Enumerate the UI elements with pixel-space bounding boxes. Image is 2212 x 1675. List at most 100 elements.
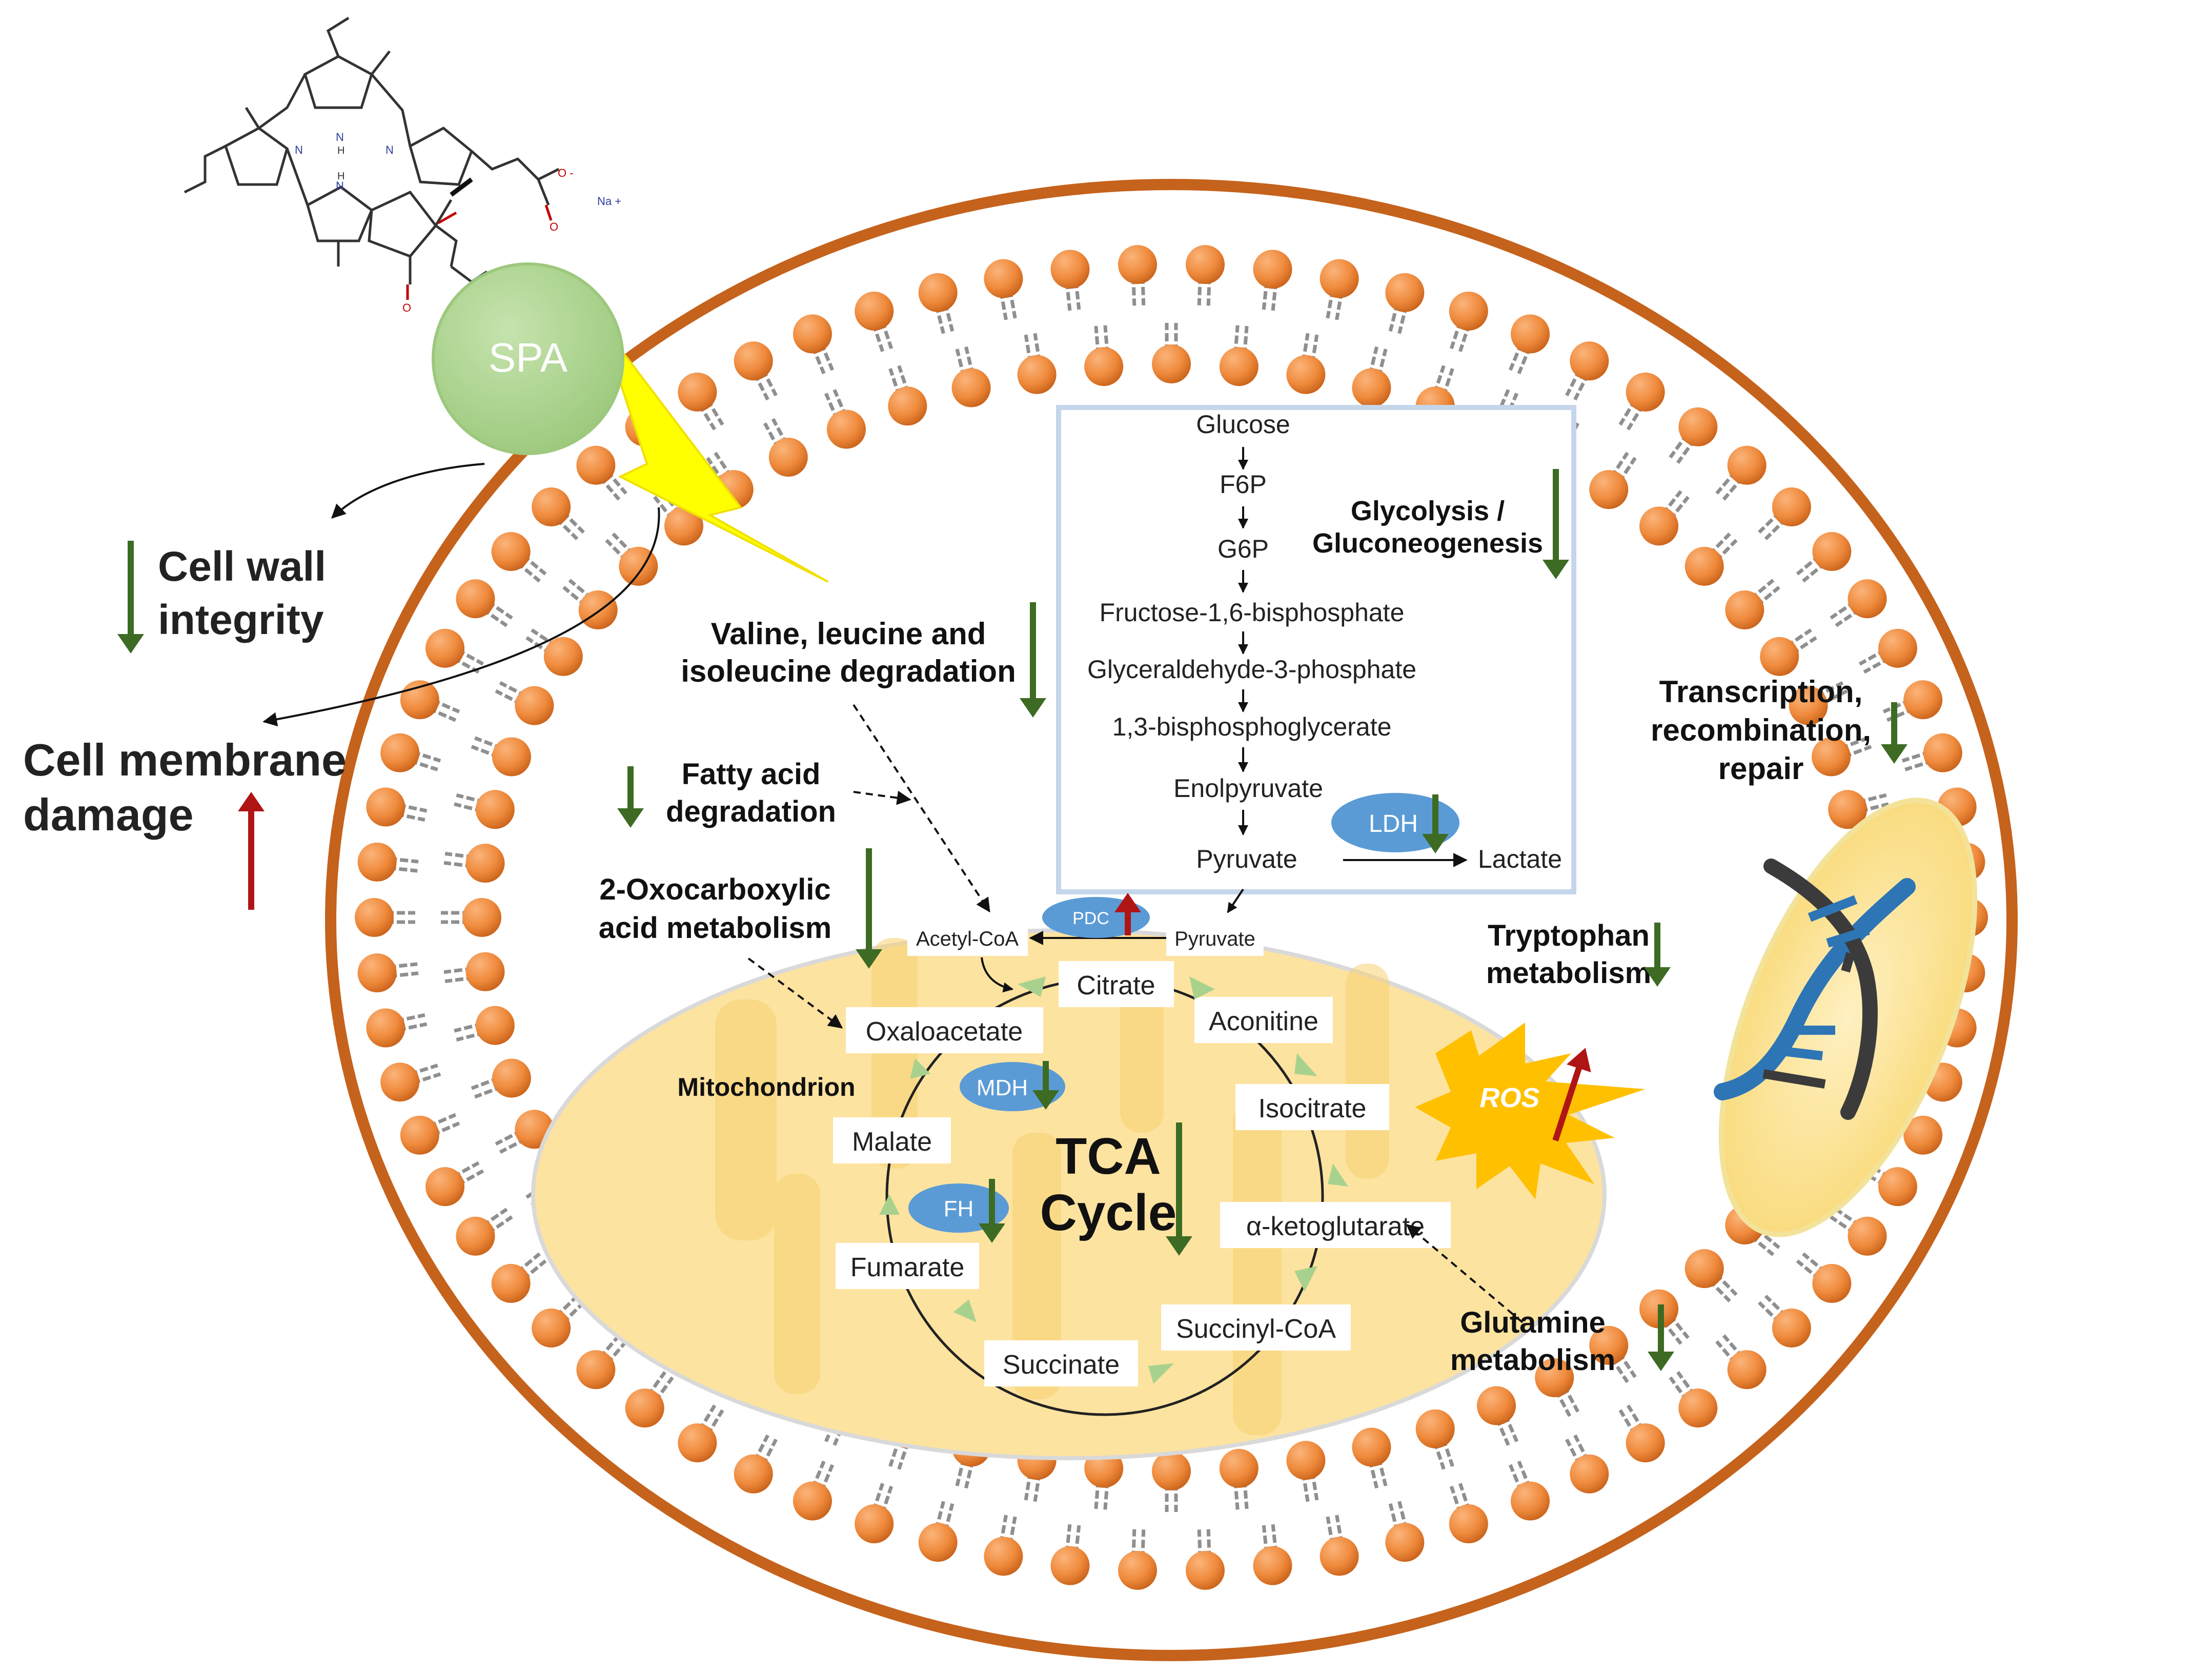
- glutamine-label-2: metabolism: [1450, 1343, 1615, 1377]
- oxaloacetate-label: Oxaloacetate: [866, 1017, 1023, 1047]
- lipid-head: [456, 579, 495, 619]
- molecule-n-label: N: [385, 144, 394, 156]
- lipid-head: [1626, 1423, 1665, 1463]
- g6p-label: G6P: [1217, 535, 1269, 563]
- fatty_acid-regulation-arrowhead: [617, 808, 644, 828]
- lipid-head: [1286, 355, 1326, 394]
- spa-label: SPA: [489, 335, 568, 380]
- nucleoid-oval: [1718, 798, 1978, 1237]
- lipid-head: [1812, 737, 1851, 777]
- lipid-head: [1385, 273, 1425, 312]
- lipid-head: [1848, 1216, 1887, 1256]
- lipid-head: [1570, 1454, 1609, 1494]
- lipid-head: [1286, 1441, 1326, 1480]
- lipid-head: [380, 1063, 420, 1102]
- lipid-head: [1050, 1546, 1090, 1585]
- oxocarboxylic-label-2: acid metabolism: [599, 911, 831, 945]
- lipid-head: [918, 273, 958, 312]
- lipid-head: [734, 341, 773, 381]
- lipid-head: [1253, 250, 1292, 289]
- lipid-head: [1219, 1448, 1259, 1488]
- malate-label: Malate: [852, 1127, 932, 1157]
- dna-helix-icon: [1714, 859, 1916, 1120]
- oxocarboxylic-label: 2-Oxocarboxylic: [599, 873, 830, 906]
- lipid-head: [1772, 1308, 1811, 1347]
- lipid-head: [1685, 1249, 1724, 1289]
- fatty-acid-label-2: degradation: [666, 795, 836, 828]
- pyruvate-label: Pyruvate: [1196, 845, 1297, 873]
- lipid-head: [768, 438, 808, 477]
- lipid-head: [357, 953, 397, 993]
- fh-enzyme: [908, 1183, 1009, 1233]
- lipid-head: [532, 487, 571, 527]
- tryptophan-label-2: metabolism: [1486, 956, 1651, 990]
- ros-regulation-arrow: [1552, 1048, 1591, 1141]
- spa-to-membrane-arrow: [262, 507, 660, 727]
- lipid-head: [1320, 259, 1359, 298]
- cell-membrane-label-2: damage: [23, 789, 194, 840]
- dashed-connectors: [747, 704, 1524, 1323]
- lipid-head: [678, 372, 717, 412]
- f6p-label: F6P: [1220, 470, 1267, 499]
- regulation-arrows: [117, 469, 1907, 1371]
- lipid-head: [1352, 1427, 1391, 1467]
- bcaa-regulation-arrowhead: [1020, 698, 1046, 718]
- lipid-head: [1828, 790, 1868, 829]
- transcription-regulation-arrowhead: [1881, 744, 1907, 764]
- lipid-head: [492, 737, 531, 777]
- lipid-head: [1626, 372, 1665, 412]
- lipid-head: [465, 844, 505, 883]
- ldh-regulation-arrowhead: [1422, 834, 1449, 853]
- acetyl-coa-to-citrate-arrow: [981, 957, 1013, 993]
- pdc-label: PDC: [1072, 909, 1109, 928]
- isocitrate-label: Isocitrate: [1259, 1094, 1367, 1124]
- g3p-label: Glyceraldehyde-3-phosphate: [1087, 655, 1416, 684]
- lipid-head: [1152, 1452, 1191, 1490]
- acetyl-coa-label: Acetyl-CoA: [916, 928, 1019, 950]
- lipid-head: [475, 790, 515, 829]
- fbp-label: Fructose-1,6-bisphosphate: [1100, 598, 1405, 627]
- molecule-n-label: N: [336, 131, 344, 144]
- spa-molecule-structure: [184, 16, 560, 300]
- glutamine-label: Glutamine: [1460, 1306, 1606, 1339]
- lipid-head: [1727, 445, 1767, 485]
- lipid-head: [1685, 546, 1724, 586]
- lipid-head: [678, 1423, 717, 1463]
- molecule-h-label: H: [337, 171, 344, 182]
- lipid-head: [1923, 733, 1962, 772]
- bcaa-degradation-label-2: isoleucine degradation: [681, 654, 1016, 688]
- lipid-head: [888, 386, 927, 426]
- lipid-head: [1589, 470, 1629, 509]
- lipid-head: [1185, 245, 1225, 284]
- lipid-head: [491, 532, 531, 571]
- lipid-head: [355, 898, 394, 937]
- lipid-head: [491, 1263, 531, 1303]
- glycolysis-regulation-arrowhead: [1543, 560, 1569, 579]
- lipid-head: [532, 1308, 571, 1347]
- lipid-head: [515, 686, 554, 725]
- lipid-head: [625, 1388, 664, 1428]
- lipid-head: [1017, 355, 1057, 394]
- molecule-n-label: N: [336, 179, 344, 192]
- lipid-head: [462, 898, 501, 937]
- lipid-head: [984, 259, 1023, 298]
- citrate-label: Citrate: [1077, 971, 1155, 1000]
- lipid-head: [1789, 686, 1828, 725]
- tryptophan-label: Tryptophan: [1488, 919, 1650, 952]
- cell-membrane-label: Cell membrane: [23, 734, 347, 785]
- lipid-head: [1449, 291, 1488, 331]
- lipid-head: [1878, 1167, 1917, 1207]
- lipid-head: [1449, 1504, 1488, 1544]
- tryptophan-regulation-arrowhead: [1644, 967, 1671, 987]
- ldh-label: LDH: [1369, 810, 1418, 838]
- lipid-head: [400, 1115, 439, 1155]
- lipid-head: [1185, 1550, 1225, 1590]
- spa-circle: [432, 262, 624, 455]
- lipid-head: [576, 445, 616, 485]
- lipid-head: [793, 314, 832, 354]
- molecule-o-label: O: [550, 220, 558, 233]
- lipid-head: [492, 1058, 531, 1098]
- glycolysis-panel: [1056, 405, 1576, 894]
- lipid-head: [357, 842, 397, 882]
- cell_wall-regulation-arrowhead: [117, 634, 144, 653]
